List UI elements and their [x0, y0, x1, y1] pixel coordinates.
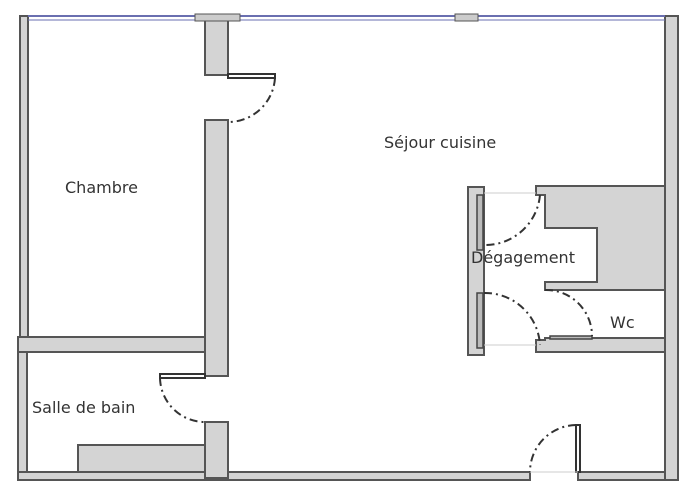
- wall-left-lower: [17, 337, 28, 481]
- service-block: [535, 185, 666, 291]
- door-entry-leaf: [575, 424, 581, 473]
- door-chambre-arc: [227, 77, 276, 124]
- wall-central-low: [204, 421, 229, 479]
- door-sdb-arc: [159, 377, 206, 423]
- wc-bottom-wall: [535, 337, 666, 353]
- door-deg-top-arc: [483, 194, 541, 247]
- door-wc-arc: [544, 288, 593, 337]
- wall-central-top: [204, 15, 229, 76]
- room-label-chambre: Chambre: [65, 178, 138, 197]
- door-entry-arc: [529, 424, 577, 473]
- wall-right: [664, 15, 679, 481]
- room-label-sejour: Séjour cuisine: [384, 133, 497, 152]
- wall-central-mid: [204, 119, 229, 377]
- door-deg-bottom-arc: [483, 291, 541, 346]
- sliding-panel-top: [476, 194, 484, 251]
- room-label-salle-de-bain: Salle de bain: [32, 398, 136, 417]
- wall-left: [19, 15, 29, 339]
- wc-door-leaf: [549, 335, 593, 340]
- room-label-degagement: Dégagement: [471, 248, 575, 267]
- wall-chambre-sdb: [17, 336, 206, 353]
- room-label-wc: Wc: [610, 313, 635, 332]
- sliding-panel-bottom: [476, 292, 484, 349]
- sdb-block: [77, 444, 206, 473]
- wall-bottom-right: [577, 471, 679, 481]
- wall-bottom-left: [17, 471, 531, 481]
- door-sdb-leaf: [159, 373, 206, 379]
- door-chambre-leaf: [227, 73, 276, 79]
